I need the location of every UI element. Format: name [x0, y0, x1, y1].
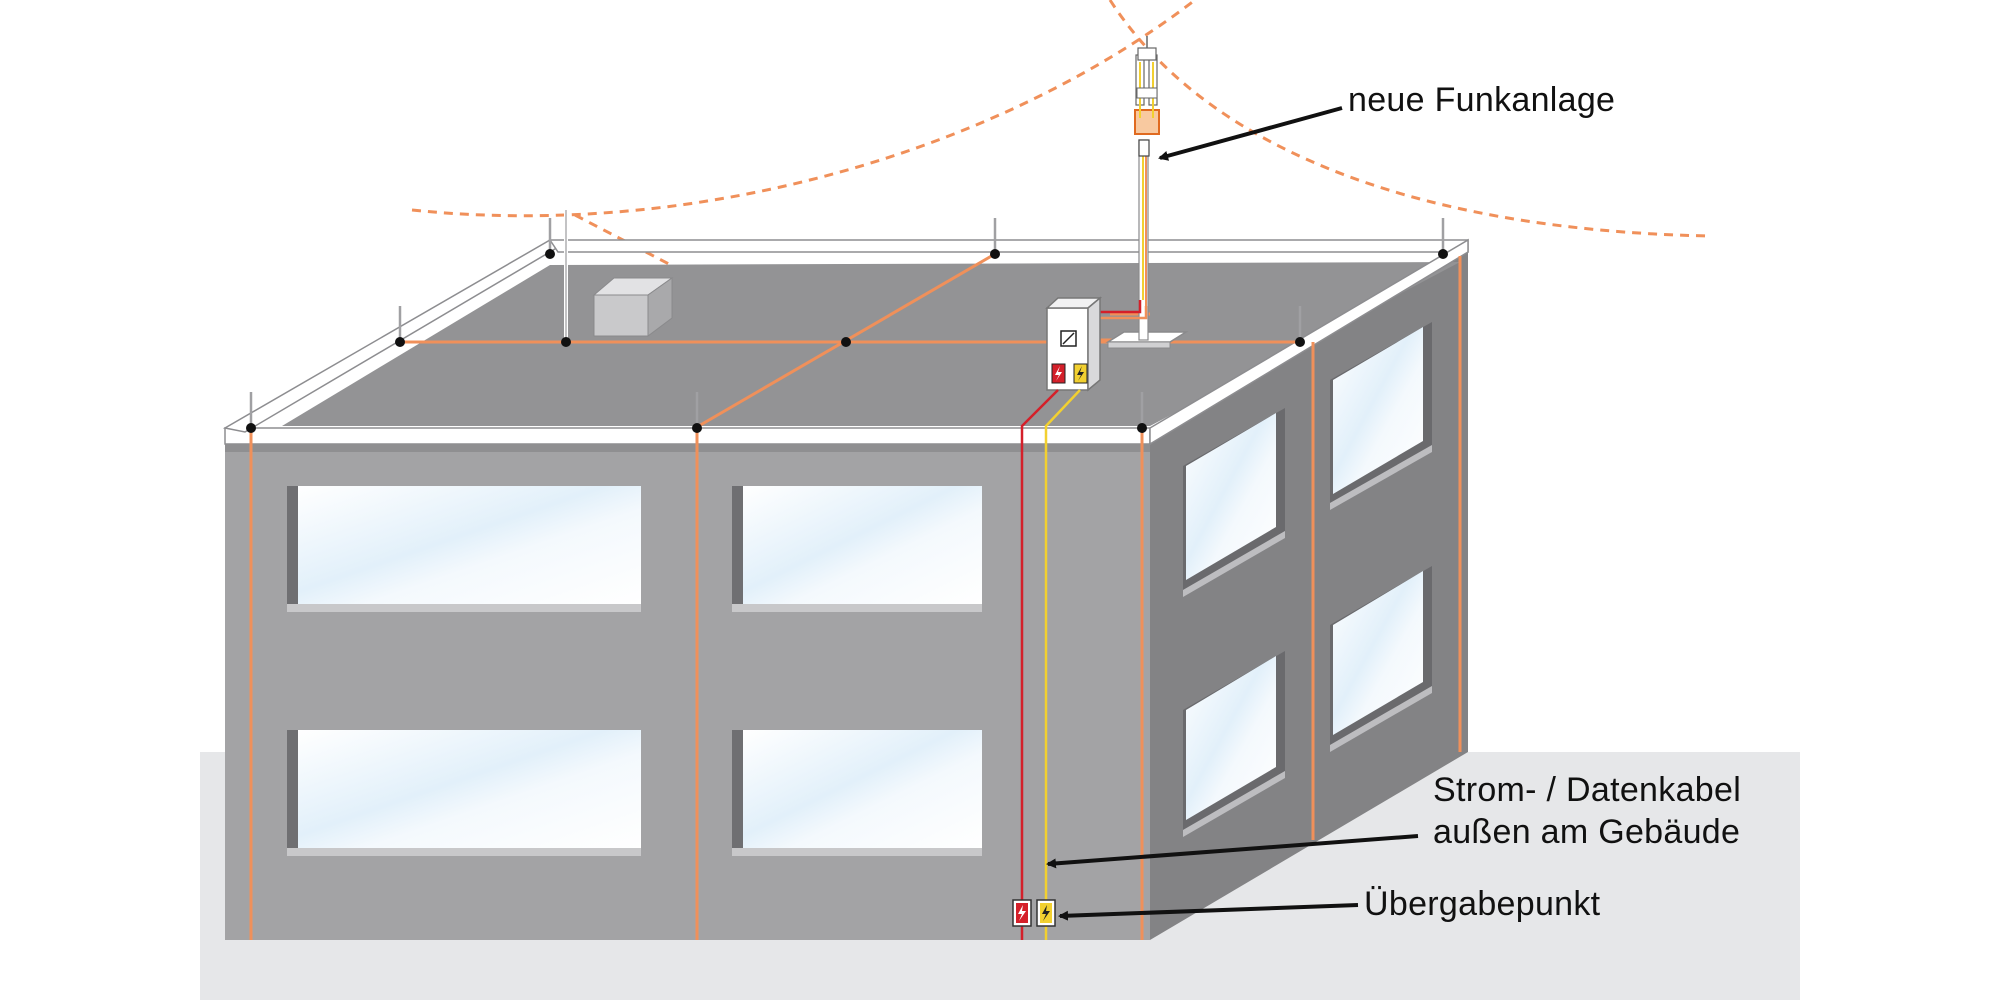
air-terminal-rods [249, 210, 1445, 428]
mast-cable [1100, 300, 1148, 320]
roof-edge-shadow [225, 444, 1150, 452]
data-cable [1044, 389, 1081, 940]
roof-equipment-box [592, 277, 674, 337]
label-cable-line2: außen am Gebäude [1433, 813, 1741, 851]
radio-system-antenna [1134, 36, 1160, 135]
label-handover-point: Übergabepunkt [1364, 885, 1601, 923]
roof-parapet [222, 238, 1469, 446]
annotation-arrows [1046, 106, 1419, 921]
conductor-joints [246, 249, 1448, 433]
external-cables [1020, 389, 1081, 940]
roof-cabinet [1045, 296, 1103, 392]
power-cable [1020, 389, 1059, 940]
arrow-icon [1046, 834, 1419, 869]
protection-zone-arcs [411, 0, 1711, 277]
roof [282, 262, 1460, 426]
arrow-icon [1158, 106, 1343, 161]
label-cable-line1: Strom- / Datenkabel [1433, 771, 1742, 809]
radio-mast [1138, 139, 1150, 341]
label-radio-system: neue Funkanlage [1348, 81, 1616, 119]
front-windows [287, 486, 982, 856]
side-windows [1183, 322, 1432, 837]
handover-point-boxes [1012, 899, 1056, 927]
arrow-icon [1058, 903, 1359, 921]
